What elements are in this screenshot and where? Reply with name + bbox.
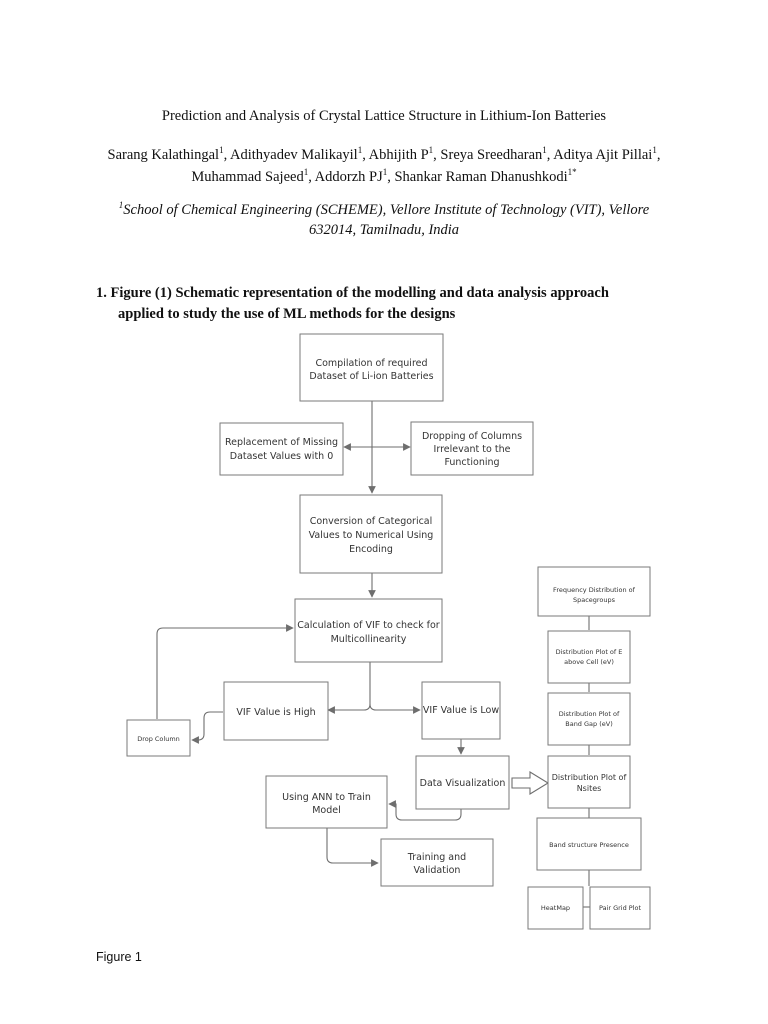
author-superscript: 1: [303, 167, 309, 178]
node-convert-encoding: Conversion of Categorical Values to Nume…: [299, 494, 443, 574]
node-training-line-2: Validation: [414, 865, 461, 876]
node-ann-line-2: Model: [312, 805, 341, 816]
node-compile-line-2: Dataset of Li-ion Batteries: [309, 371, 433, 382]
node-ann-line-1: Using ANN to Train: [282, 792, 371, 803]
node-vif-high-label: VIF Value is High: [236, 707, 315, 718]
affiliation-line-1: 1School of Chemical Engineering (SCHEME)…: [70, 200, 698, 220]
section-heading-line-2: applied to study the use of ML methods f…: [118, 306, 456, 322]
author-name: Muhammad Sajeed: [191, 169, 304, 185]
node-drop-columns-line-2: Irrelevant to the: [434, 444, 511, 455]
node-data-visualization: Data Visualization: [415, 755, 510, 810]
author-name: Shankar Raman Dhanushkodi: [394, 169, 568, 185]
arrow-ann-to-training: [326, 828, 379, 867]
node-band-structure-label: Band structure Presence: [549, 841, 629, 849]
node-vif-calc-line-1: Calculation of VIF to check for: [297, 620, 440, 631]
author-line-2: Muhammad Sajeed1, Addorzh PJ1, Shankar R…: [191, 167, 577, 185]
node-dist-band-gap: Distribution Plot of Band Gap (eV): [547, 692, 631, 746]
affiliation-text-1: School of Chemical Engineering (SCHEME),…: [123, 202, 650, 218]
affiliation: 1School of Chemical Engineering (SCHEME)…: [70, 200, 698, 240]
author-superscript: 1: [542, 145, 547, 156]
paper-title: Prediction and Analysis of Crystal Latti…: [161, 108, 607, 124]
node-band-structure: Band structure Presence: [536, 817, 642, 871]
author-superscript: 1: [428, 145, 434, 156]
hollow-arrow-to-plots: [511, 771, 550, 795]
node-vif-calc-line-2: Multicollinearity: [331, 634, 407, 645]
author-superscript: 1*: [567, 167, 577, 178]
node-frequency-distribution: Frequency Distribution of Spacegroups: [537, 566, 651, 617]
section-heading: 1. Figure (1) Schematic representation o…: [96, 283, 696, 325]
node-dist-band-line-1: Distribution Plot of: [559, 710, 620, 718]
figure-caption: Figure 1: [96, 950, 142, 964]
author-superscript: 1: [382, 167, 388, 178]
node-dist-band-line-2: Band Gap (eV): [565, 720, 612, 728]
node-dist-nsites: Distribution Plot of Nsites: [547, 755, 631, 809]
node-convert-line-3: Encoding: [349, 544, 393, 555]
author-superscript: 1: [652, 145, 657, 156]
author-name: Aditya Ajit Pillai: [553, 147, 653, 163]
arrow-to-vif-high: [327, 662, 371, 714]
node-drop-columns: Dropping of Columns Irrelevant to the Fu…: [410, 421, 534, 476]
author-superscript: 1: [357, 145, 363, 156]
node-drop-columns-line-3: Functioning: [444, 457, 499, 468]
arrow-visualization-to-ann: [388, 800, 462, 821]
node-training-validation: Training and Validation: [380, 838, 494, 887]
section-heading-line-1: 1. Figure (1) Schematic representation o…: [96, 285, 609, 301]
node-heatmap-label: HeatMap: [541, 904, 570, 912]
author-name: Adithyadev Malikayil: [230, 147, 358, 163]
arrow-to-vif-low: [369, 703, 421, 714]
author-list: Sarang Kalathingal1, Adithyadev Malikayi…: [70, 144, 698, 188]
node-drop-column-label: Drop Column: [137, 735, 180, 743]
node-training-line-1: Training and: [407, 852, 466, 863]
node-compile: Compilation of required Dataset of Li-io…: [299, 333, 444, 402]
node-vif-calculation: Calculation of VIF to check for Multicol…: [294, 598, 443, 663]
node-heatmap: HeatMap: [527, 886, 584, 930]
node-vif-low: VIF Value is Low: [421, 681, 501, 740]
node-data-vis-label: Data Visualization: [420, 778, 506, 789]
affiliation-superscript: 1: [118, 200, 124, 211]
author-line-1: Sarang Kalathingal1, Adithyadev Malikayi…: [107, 145, 661, 163]
author-name: Abhijith P: [368, 147, 429, 163]
node-dist-e-line-2: above Cell (eV): [564, 658, 614, 666]
node-dist-nsites-line-1: Distribution Plot of: [552, 773, 627, 782]
node-compile-line-1: Compilation of required: [315, 358, 427, 369]
node-freq-line-1: Frequency Distribution of: [553, 586, 636, 594]
node-pair-grid-plot: Pair Grid Plot: [589, 886, 651, 930]
node-dist-nsites-line-2: Nsites: [577, 784, 602, 793]
node-pair-grid-label: Pair Grid Plot: [599, 904, 642, 912]
node-vif-high: VIF Value is High: [223, 681, 329, 741]
node-convert-line-1: Conversion of Categorical: [310, 516, 433, 527]
node-drop-columns-line-1: Dropping of Columns: [422, 431, 522, 442]
author-superscript: 1: [219, 145, 224, 156]
affiliation-line-2: 632014, Tamilnadu, India: [308, 222, 460, 238]
node-vif-low-label: VIF Value is Low: [423, 705, 499, 716]
node-convert-line-2: Values to Numerical Using: [309, 530, 434, 541]
node-replace-line-2: Dataset Values with 0: [230, 451, 334, 462]
node-replace-missing: Replacement of Missing Dataset Values wi…: [219, 422, 344, 476]
node-freq-line-2: Spacegroups: [573, 596, 616, 604]
author-name: Sarang Kalathingal: [107, 147, 220, 163]
node-ann-train: Using ANN to Train Model: [265, 775, 388, 829]
node-dist-e-above-cell: Distribution Plot of E above Cell (eV): [547, 630, 631, 684]
node-dist-e-line-1: Distribution Plot of E: [556, 648, 623, 656]
node-replace-line-1: Replacement of Missing: [225, 437, 338, 448]
arrow-high-to-drop-column: [191, 711, 223, 744]
node-drop-column: Drop Column: [126, 719, 191, 757]
arrow-drop-column-to-vif: [156, 624, 294, 719]
author-name: Sreya Sreedharan: [440, 147, 543, 163]
author-name: Addorzh PJ: [314, 169, 383, 185]
flowchart-connectors: [156, 401, 590, 908]
